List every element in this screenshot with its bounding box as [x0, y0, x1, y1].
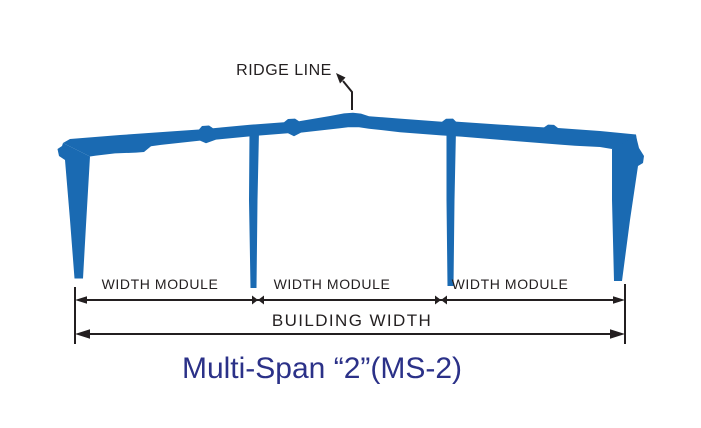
width-module-dimension-line	[75, 295, 625, 305]
module-split-marker-right-icon	[435, 295, 441, 305]
building-frame	[57, 112, 644, 288]
building-arrow-left-icon	[75, 329, 90, 339]
building-width-label: BUILDING WIDTH	[271, 311, 433, 330]
diagram-title: Multi-Span “2”(MS-2)	[181, 352, 463, 385]
ridge-arrowhead-icon	[336, 73, 346, 84]
ridge-leader-line	[342, 80, 353, 110]
module-arrow-right-icon	[613, 296, 625, 304]
module-split-marker-left-icon	[258, 295, 264, 305]
width-module-label-3: WIDTH MODULE	[451, 276, 569, 292]
building-width-dimension-line	[75, 329, 625, 339]
left-outer-column	[57, 143, 90, 279]
module-split-marker-right-icon	[441, 295, 447, 305]
interior-column-right	[446, 129, 456, 286]
interior-column-left	[249, 131, 259, 288]
width-module-label-2: WIDTH MODULE	[273, 276, 391, 292]
ridge-line-label: RIDGE LINE	[236, 62, 332, 79]
rafter	[63, 112, 637, 157]
ridge-leader-arrow	[336, 73, 353, 110]
building-arrow-right-icon	[610, 329, 625, 339]
module-arrow-left-icon	[75, 296, 87, 304]
module-split-marker-left-icon	[252, 295, 258, 305]
right-outer-column	[612, 136, 644, 281]
width-module-label-1: WIDTH MODULE	[101, 276, 219, 292]
